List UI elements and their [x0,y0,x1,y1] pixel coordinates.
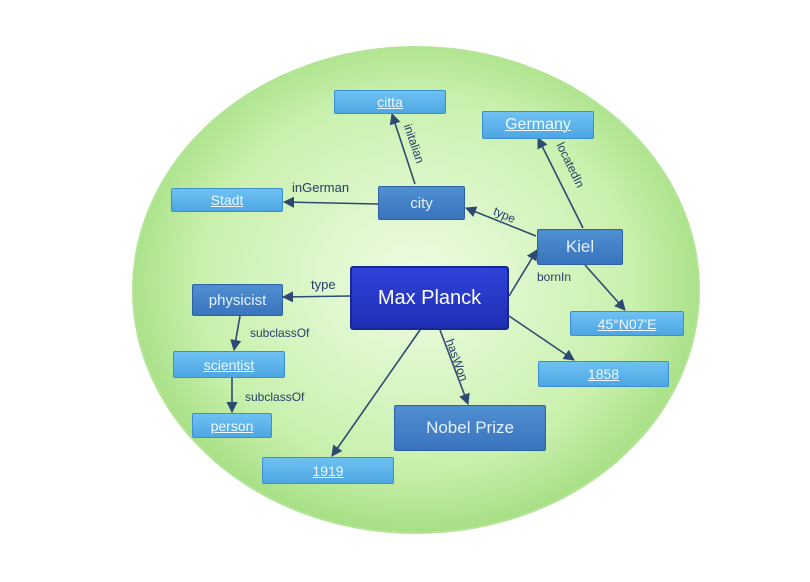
edge-city-citta [389,112,416,185]
edge-physicist-scientist [230,315,242,352]
node-max-planck: Max Planck [350,266,509,330]
node-physicist: physicist [192,284,283,316]
edge-maxplanck-kiel [508,249,538,297]
node-nobel-prize: Nobel Prize [394,405,546,451]
edge-maxplanck-physicist [281,291,351,303]
node-city: city [378,186,465,220]
edge-city-stadt [282,196,379,208]
node-kiel: Kiel [537,229,623,265]
edge-label-type-physicist: type [311,277,336,292]
edge-label-subclassof-2: subclassOf [245,390,305,404]
node-person: person [192,413,272,438]
edge-kiel-germany [537,136,584,229]
edge-kiel-coordinates [584,264,626,311]
edge-maxplanck-1858 [508,315,575,361]
edge-label-bornin: bornIn [537,270,572,284]
node-stadt: Stadt [171,188,283,212]
node-scientist: scientist [173,351,285,378]
node-germany: Germany [482,111,594,139]
edge-maxplanck-nobelprize [439,329,470,406]
edge-kiel-city [464,206,537,237]
edge-label-ingerman: inGerman [292,180,350,195]
node-citta: citta [334,90,446,114]
node-1919: 1919 [262,457,394,484]
node-1858: 1858 [538,361,669,387]
node-coordinates: 45°N07'E [570,311,684,336]
edge-maxplanck-1919 [331,329,421,457]
edge-label-subclassof-1: subclassOf [250,326,310,340]
